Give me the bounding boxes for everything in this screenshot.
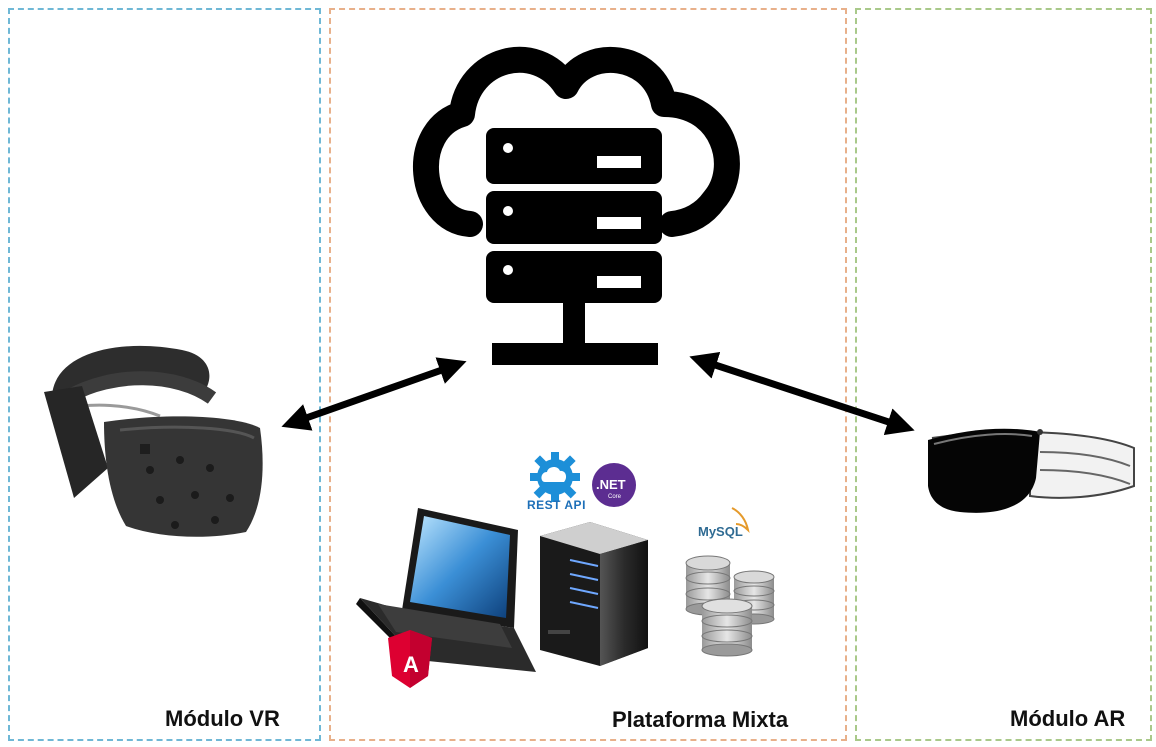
mixed-platform-label: Plataforma Mixta [612, 707, 789, 732]
mysql-logo-icon [731, 507, 750, 534]
angular-letter: A [403, 652, 419, 677]
rest-api-gear-icon [530, 452, 580, 502]
dotnet-label: .NET [596, 477, 626, 492]
angular-logo-icon [388, 630, 432, 688]
server-tower-icon [540, 522, 648, 666]
rest-api-label: REST API [527, 498, 586, 512]
database-icon [685, 555, 775, 657]
dotnet-core-label: Core [608, 494, 622, 500]
mysql-label: MySQL [698, 524, 743, 539]
cloud-server-icon [412, 47, 740, 365]
vr-module-label: Módulo VR [165, 706, 280, 731]
ar-headset-icon [928, 428, 1135, 513]
vr-headset-icon [44, 345, 263, 537]
bidirectional-arrow-icon [281, 351, 915, 436]
dotnet-logo-icon [592, 463, 636, 507]
ar-module-label: Módulo AR [1010, 706, 1126, 731]
laptop-icon [356, 508, 536, 672]
